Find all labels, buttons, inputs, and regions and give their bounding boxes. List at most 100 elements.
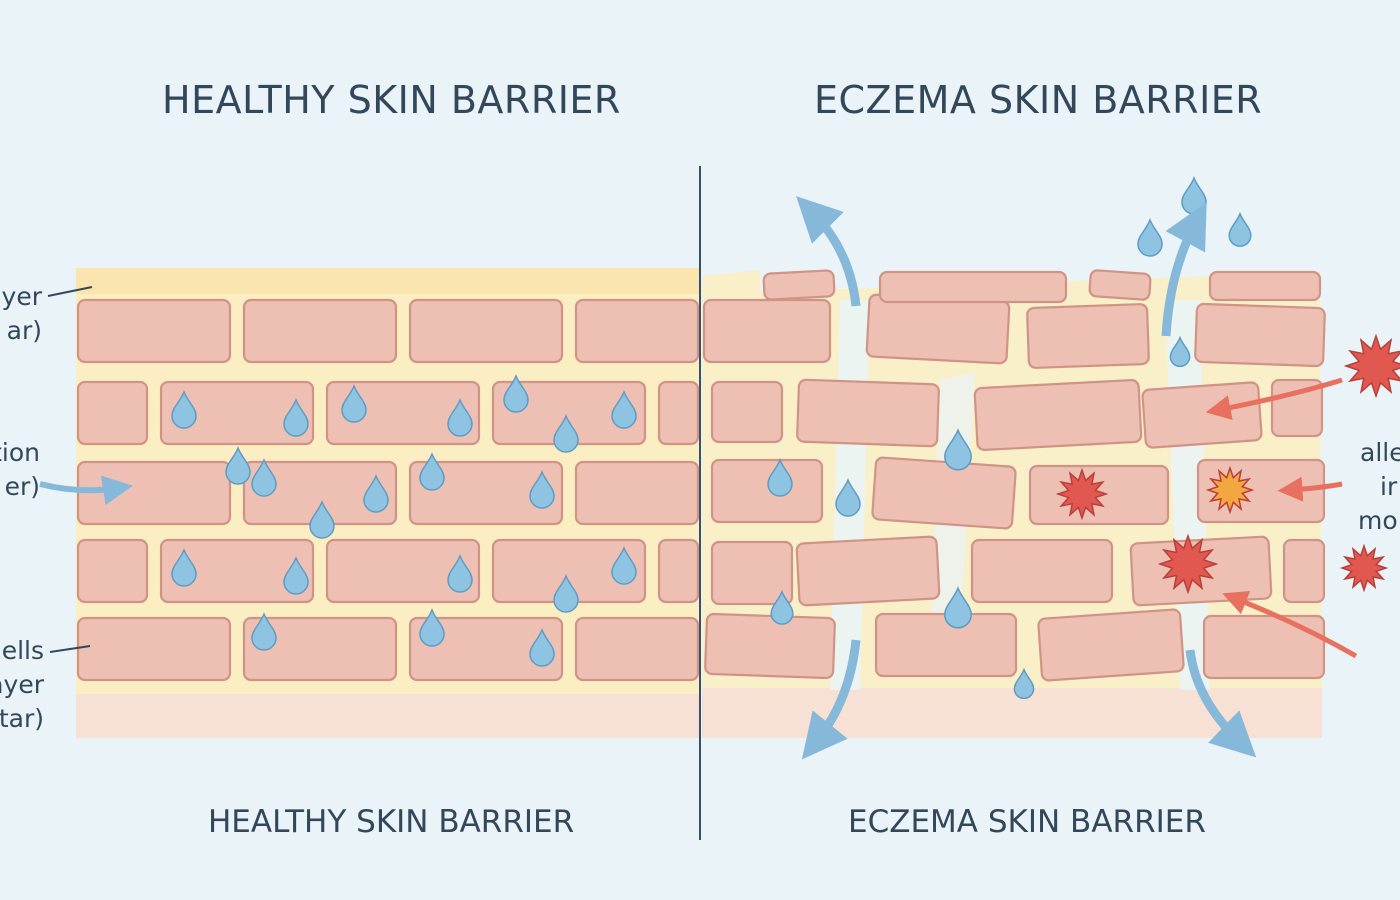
water-drop-icon [835,477,861,517]
healthy-brick [242,616,398,682]
water-drop-icon [341,383,367,423]
eczema-brick [796,378,940,448]
water-drop-icon [283,397,309,437]
healthy-brick [574,616,700,682]
irritants [1055,333,1400,595]
healthy-brick [76,298,232,364]
eczema-panel [702,175,1400,760]
moisture-loss-arrow-icon [1185,649,1257,758]
water-drop-icon [171,389,197,429]
eczema-brick [865,293,1011,365]
eczema-brick [702,298,832,364]
eczema-brick [1202,614,1326,680]
water-drop-icon [171,547,197,587]
water-drop-icon [529,469,555,509]
allergen-arrow-icon [1277,476,1343,502]
water-drop-icon [225,445,251,485]
eczema-brick [710,380,784,444]
healthy-brick [574,298,700,364]
healthy-brick [574,460,700,526]
healthy-pointer-lines [39,286,133,653]
eczema-brick [1037,608,1185,682]
irritant-star-icon [1339,543,1389,593]
water-drop-icon [309,499,335,539]
water-drop-icon [1169,335,1191,368]
water-drop-icon [363,473,389,513]
water-drop-icon [553,413,579,453]
moisture-loss-arrow-icon [796,196,861,307]
water-drop-icon [770,589,794,625]
water-drop-icon [529,627,555,667]
water-drop-icon [447,397,473,437]
eczema-caption: ECZEMA SKIN BARRIER [848,804,1206,840]
healthy-brick [76,616,232,682]
healthy-brick [242,298,398,364]
healthy-caption: HEALTHY SKIN BARRIER [208,804,575,840]
hydration-arrow-icon [39,475,133,506]
eczema-brick [1141,381,1263,449]
healthy-dermis [76,694,700,738]
eczema-brick [710,458,824,524]
healthy-brick [159,538,315,604]
eczema-brick [1026,303,1150,369]
allergen-arrow-icon [1222,590,1358,659]
eczema-brick [1194,302,1326,368]
healthy-brick [325,538,481,604]
lipid-layer-label: ayer ar) [0,282,42,345]
healthy-top-lipid-edge [76,268,700,294]
water-drop-icon [283,555,309,595]
eczema-brick [973,379,1143,451]
healthy-brick [76,460,232,526]
eczema-water-drops [767,175,1252,700]
skin-cells-label: ells ayer tar) [0,636,44,733]
lipid-pointer-line [47,286,93,297]
eczema-brick [704,612,836,680]
water-drop-icon [419,607,445,647]
healthy-brick [408,616,564,682]
eczema-brick [970,538,1114,604]
irritant-star-icon [1055,467,1109,521]
water-drop-icon [1181,175,1207,215]
water-drop-icon [251,611,277,651]
water-drop-icon [611,545,637,585]
healthy-brick [76,538,149,604]
eczema-brick [762,269,836,301]
moisture-loss-arrow-icon [1161,202,1207,337]
eczema-brick [795,535,941,607]
allergens-label: alle ir mo [1358,438,1400,535]
irritant-star-icon [1205,465,1255,515]
water-drop-icon [251,457,277,497]
irritant-star-icon [1343,333,1400,399]
healthy-brick [657,380,700,446]
healthy-brick [325,380,481,446]
panel-divider [699,166,701,840]
eczema-brick [871,456,1017,530]
healthy-water-drops [171,373,637,667]
eczema-brick [1088,269,1152,301]
cells-pointer-line [49,645,91,653]
water-drop-icon [1137,217,1163,257]
water-drop-icon [767,457,793,497]
water-drop-icon [553,573,579,613]
water-drop-icon [503,373,529,413]
eczema-brick [1282,538,1326,604]
water-drop-icon [944,428,972,471]
irritant-star-icon [1157,533,1219,595]
hydration-label: tion er) [0,438,40,501]
water-drop-icon [1013,667,1035,700]
water-drop-icon [447,553,473,593]
water-drop-icon [419,451,445,491]
healthy-brick [657,538,700,604]
healthy-brick [408,298,564,364]
water-drop-icon [944,586,972,629]
eczema-brick [878,270,1068,304]
healthy-brick [408,460,564,526]
eczema-brick [710,540,794,606]
healthy-bricks [76,298,700,682]
healthy-brick [159,380,315,446]
healthy-panel [39,268,700,738]
water-drop-icon [1228,211,1252,247]
water-drop-icon [611,389,637,429]
eczema-brick [874,612,1018,678]
